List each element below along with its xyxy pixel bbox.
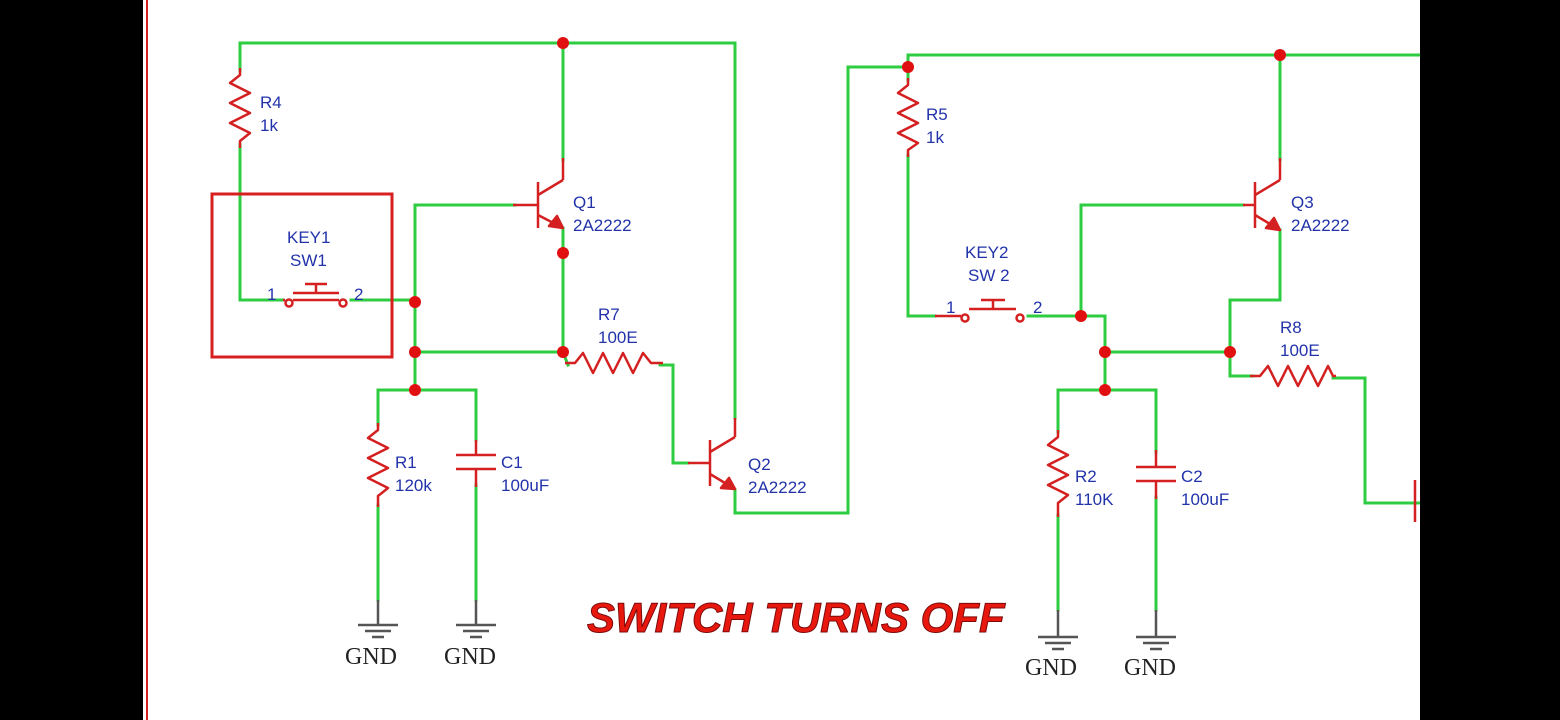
key2-value-label: SW 2 [968,266,1010,285]
wires-stage-1 [238,41,910,602]
junction-dot [557,37,569,49]
resistor-r5 [896,78,920,157]
resistor-r7 [565,351,663,375]
ground-label: GND [345,644,397,670]
r1-ref-label: R1 [395,453,417,472]
q3-ref-label: Q3 [1291,193,1314,212]
junction-dot [1075,310,1087,322]
r4-ref-label: R4 [260,93,282,112]
transistor-q1 [513,158,565,230]
transistor-q3 [1243,158,1282,232]
q1-ref-label: Q1 [573,193,596,212]
r5-value-label: 1k [926,128,944,147]
key2-pin2-label: 2 [1033,298,1042,317]
caption-switch-turns-off: SWITCH TURNS OFF [587,594,1006,641]
key1-value-label: SW1 [290,251,327,270]
junction-dot [409,296,421,308]
junction-dot [902,61,914,73]
schematic-canvas: R4 1k KEY1 SW1 1 2 Q1 2A2222 R7 100E R1 … [143,0,1420,720]
q3-value-label: 2A2222 [1291,216,1350,235]
capacitor-c2 [1136,450,1176,499]
r1-value-label: 120k [395,476,432,495]
key1-pin2-label: 2 [354,285,363,304]
resistor-r1 [366,423,390,507]
ground-label: GND [444,644,496,670]
r7-ref-label: R7 [598,305,620,324]
junctions [409,37,1286,396]
switch-key1 [283,282,348,308]
c1-ref-label: C1 [501,453,523,472]
r8-ref-label: R8 [1280,318,1302,337]
r7-value-label: 100E [598,328,638,347]
resistor-r8 [1250,364,1336,388]
q1-value-label: 2A2222 [573,216,632,235]
key1-pin1-label: 1 [267,285,276,304]
junction-dot [557,346,569,358]
ground-symbol [1038,610,1078,651]
switch-key2 [935,298,1025,323]
r2-value-label: 110K [1075,490,1114,509]
junction-dot [409,346,421,358]
junction-dot [1099,346,1111,358]
ground-symbol [456,600,496,639]
junction-dot [1224,346,1236,358]
resistor-r2 [1046,430,1070,517]
resistor-r4 [228,68,252,148]
junction-dot [409,384,421,396]
r8-value-label: 100E [1280,341,1320,360]
junction-dot [557,247,569,259]
key1-highlight-box [210,192,394,359]
r5-ref-label: R5 [926,105,948,124]
q2-value-label: 2A2222 [748,478,807,497]
junction-dot [1099,384,1111,396]
r4-value-label: 1k [260,116,278,135]
ground-label: GND [1025,655,1077,681]
schematic: R4 1k KEY1 SW1 1 2 Q1 2A2222 R7 100E R1 … [146,0,1420,720]
capacitor-c1 [456,440,496,487]
ground-symbol [1136,610,1176,651]
r2-ref-label: R2 [1075,467,1097,486]
junction-dot [1274,49,1286,61]
ground-symbol [358,600,398,639]
key2-pin1-label: 1 [946,298,955,317]
transistor-q2 [688,418,737,491]
key1-ref-label: KEY1 [287,228,330,247]
c1-value-label: 100uF [501,476,549,495]
ground-label: GND [1124,655,1176,681]
wires-stage-2 [906,53,1420,612]
key2-ref-label: KEY2 [965,243,1008,262]
c2-ref-label: C2 [1181,467,1203,486]
q2-ref-label: Q2 [748,455,771,474]
c2-value-label: 100uF [1181,490,1229,509]
